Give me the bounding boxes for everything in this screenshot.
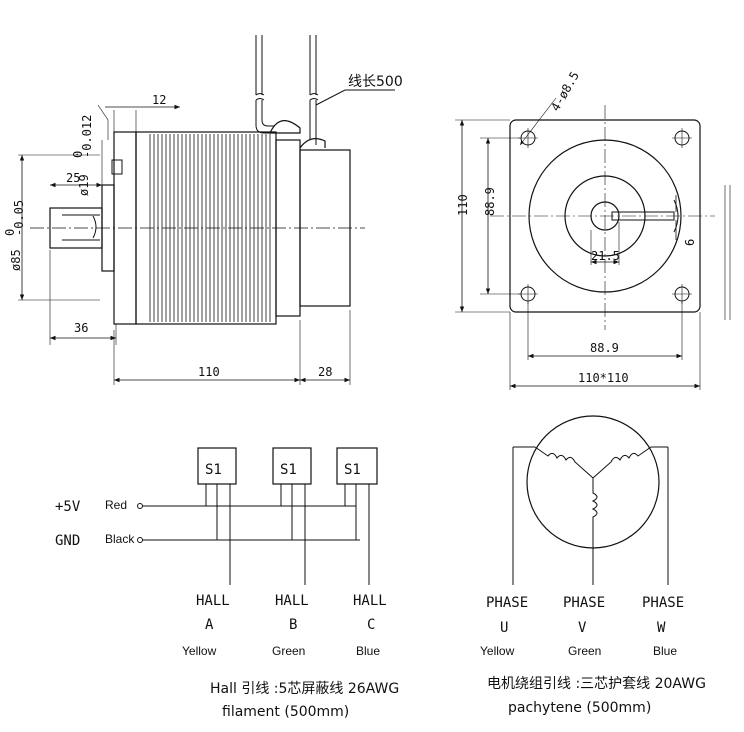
front-view xyxy=(455,97,731,390)
winding-v xyxy=(591,478,598,520)
flange-thickness-label: 12 xyxy=(152,93,166,107)
shaft-length-label: 36 xyxy=(74,321,88,335)
holes-label: 4-ø8.5 xyxy=(548,69,582,114)
side-view xyxy=(18,35,395,385)
hall-b-color: Green xyxy=(272,644,305,658)
phase-note-line2: pachytene (500mm) xyxy=(508,700,651,716)
hall-a-name: HALL xyxy=(196,593,230,609)
supply-gnd-label: GND xyxy=(55,533,80,549)
phase-note-line1: 电机绕组引线 :三芯护套线 20AWG xyxy=(487,676,706,692)
bolt-holes xyxy=(518,128,692,304)
hall-b-name: HALL xyxy=(275,593,309,609)
bolt-pitch-v-label: 88.9 xyxy=(483,187,497,216)
hall-c-letter: C xyxy=(367,617,375,633)
svg-text:ø85: ø85 xyxy=(9,249,23,271)
svg-text:-0.05: -0.05 xyxy=(12,200,26,236)
key-length-label: 25 xyxy=(66,171,80,185)
bolt-pitch-h-label: 88.9 xyxy=(590,341,619,355)
phase-u-name: PHASE xyxy=(486,595,528,611)
hall-note-line1: Hall 引线 :5芯屏蔽线 26AWG xyxy=(210,681,399,697)
sensor-c-label: S1 xyxy=(344,462,361,478)
phase-w-name: PHASE xyxy=(642,595,684,611)
key-width-label: 6 xyxy=(683,239,697,246)
winding-w xyxy=(592,446,652,479)
hall-wiring xyxy=(137,447,378,585)
svg-text:ø19: ø19 xyxy=(77,174,91,196)
sensor-b-label: S1 xyxy=(280,462,297,478)
phase-w-letter: W xyxy=(657,620,666,636)
hall-c-color: Blue xyxy=(356,644,380,658)
rear-length-label: 28 xyxy=(318,365,332,379)
hall-c-name: HALL xyxy=(353,593,387,609)
phase-w-color: Blue xyxy=(653,644,677,658)
hall-note-line2: filament (500mm) xyxy=(222,704,349,720)
supply-pos-color: Red xyxy=(105,498,127,512)
phase-u-letter: U xyxy=(500,620,508,636)
pilot-dia-dim: ø85 0 -0.05 xyxy=(3,200,26,271)
overall-label: 110*110 xyxy=(578,371,629,385)
shaft-dia-dim: ø19 0 -0.012 xyxy=(71,115,94,196)
winding-u xyxy=(534,446,594,479)
lead-length-label: 线长500 xyxy=(348,74,403,90)
hall-b-letter: B xyxy=(289,617,297,633)
hall-a-letter: A xyxy=(205,617,214,633)
svg-text:0: 0 xyxy=(3,229,17,236)
body-length-label: 110 xyxy=(198,365,220,379)
supply-pos-label: +5V xyxy=(55,499,81,515)
lead-wires xyxy=(255,35,319,145)
svg-text:-0.012: -0.012 xyxy=(80,115,94,158)
phase-u-color: Yellow xyxy=(480,644,515,658)
phase-v-name: PHASE xyxy=(563,595,605,611)
lead-length-leader xyxy=(315,89,395,106)
front-shaft-key xyxy=(611,211,675,221)
sensor-a-label: S1 xyxy=(205,462,222,478)
flange-110-label: 110 xyxy=(456,194,470,216)
phase-v-color: Green xyxy=(568,644,601,658)
phase-v-letter: V xyxy=(578,620,587,636)
cable-gland-1 xyxy=(269,120,301,134)
supply-gnd-color: Black xyxy=(105,532,135,546)
cable-gland-2 xyxy=(299,138,326,149)
shaft-key xyxy=(62,214,100,241)
svg-text:0: 0 xyxy=(71,151,85,158)
screw-head xyxy=(111,159,123,175)
phase-wiring xyxy=(512,415,669,585)
hall-sensor-c xyxy=(336,447,378,485)
shaft-flat-label: 21.5 xyxy=(591,249,620,263)
hall-a-color: Yellow xyxy=(182,644,217,658)
